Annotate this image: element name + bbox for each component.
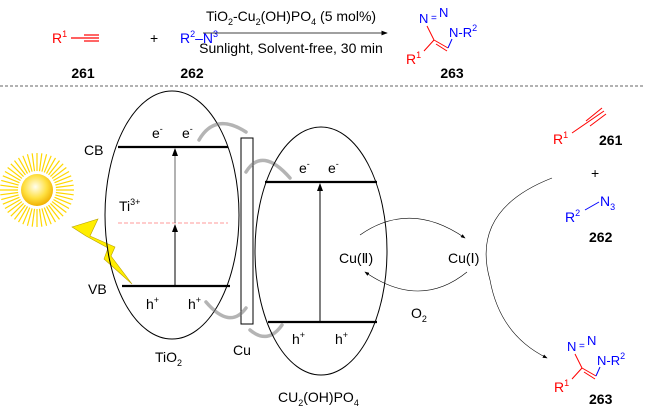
svg-text:R1: R1 bbox=[554, 378, 569, 395]
cu2ohpo4-semiconductor: e- e- h+ h+ CU2(OH)PO4 bbox=[254, 126, 388, 408]
svg-text:N3: N3 bbox=[600, 193, 615, 212]
label-262: 262 bbox=[180, 65, 204, 81]
sun-ray bbox=[54, 175, 72, 184]
svg-text:R1: R1 bbox=[406, 50, 421, 67]
svg-text:N-R2: N-R2 bbox=[449, 23, 477, 40]
sun-ray bbox=[45, 206, 57, 223]
sun-ray bbox=[38, 208, 43, 227]
svg-text:+: + bbox=[591, 165, 599, 181]
sun-ray bbox=[45, 157, 57, 174]
svg-text:N: N bbox=[419, 11, 428, 26]
sun-ray bbox=[10, 203, 24, 217]
electron: e- bbox=[182, 124, 193, 141]
sun-ray bbox=[55, 194, 73, 201]
label-263: 263 bbox=[440, 65, 464, 81]
svg-text:e-: e- bbox=[299, 159, 310, 176]
svg-text:N: N bbox=[587, 333, 596, 348]
sun-ray bbox=[51, 166, 67, 179]
sun-ray bbox=[50, 203, 64, 217]
svg-text:=: = bbox=[431, 13, 437, 24]
sun-ray bbox=[51, 201, 67, 214]
sun-ray bbox=[41, 154, 48, 172]
sun-ray bbox=[2, 175, 20, 184]
reaction-equation: R1 261 + R2–N3 262 TiO2-Cu2(OH)PO4 (5 mo… bbox=[52, 5, 477, 81]
sun-ray bbox=[22, 155, 31, 173]
cu-label: Cu bbox=[233, 342, 251, 358]
cycle-molecules: R1 261 + R2 N3 262 N = N N-R2 R1 263 bbox=[553, 107, 625, 407]
lightning-bolt-icon bbox=[71, 218, 133, 285]
plus-sign: + bbox=[150, 30, 158, 46]
svg-text:N-R2: N-R2 bbox=[597, 351, 625, 368]
cu-layer bbox=[240, 137, 254, 325]
sun-ray bbox=[1, 179, 19, 186]
conditions-text: Sunlight, Solvent-free, 30 min bbox=[199, 40, 383, 56]
sun-ray bbox=[55, 184, 74, 189]
svg-text:N: N bbox=[567, 339, 576, 354]
sun-ray bbox=[22, 207, 31, 225]
sun-ray bbox=[4, 198, 21, 210]
sun-ray bbox=[53, 170, 70, 182]
sun-ray bbox=[4, 170, 21, 182]
tio2-semiconductor: CB VB Ti3+ e- e- h+ h+ TiO2 bbox=[84, 90, 240, 368]
sun-ray bbox=[7, 166, 23, 179]
sun-ray bbox=[43, 207, 52, 225]
sun-ray bbox=[7, 201, 23, 214]
sun-ray bbox=[48, 204, 61, 220]
sun-ray bbox=[2, 196, 20, 205]
catalyst-text: TiO2-Cu2(OH)PO4 (5 mol%) bbox=[206, 8, 376, 27]
sun-ray bbox=[55, 179, 73, 186]
o2-label: O2 bbox=[411, 305, 427, 324]
svg-text:=: = bbox=[579, 341, 585, 352]
reactant2-azide: R2–N3 bbox=[180, 29, 218, 46]
svg-text:261: 261 bbox=[599, 132, 623, 148]
sun-ray bbox=[54, 196, 72, 205]
electron: e- bbox=[152, 124, 163, 141]
hole: h+ bbox=[146, 295, 159, 312]
sun-ray bbox=[55, 191, 74, 196]
svg-text:262: 262 bbox=[589, 229, 613, 245]
svg-text:263: 263 bbox=[589, 391, 613, 407]
sun-ray bbox=[0, 184, 19, 189]
sun-ray bbox=[26, 154, 33, 172]
reactant1-r: R1 bbox=[52, 29, 67, 46]
tio2-label: TiO2 bbox=[155, 349, 182, 368]
svg-text:R1: R1 bbox=[553, 130, 568, 147]
cu2ohpo4-label: CU2(OH)PO4 bbox=[278, 389, 359, 408]
product-triazole: N = N N-R2 R1 bbox=[406, 5, 477, 67]
sun-ray bbox=[17, 206, 29, 223]
svg-text:N: N bbox=[439, 5, 448, 20]
svg-text:e-: e- bbox=[328, 159, 339, 176]
sun-ray bbox=[31, 208, 36, 227]
ti3-label: Ti3+ bbox=[119, 197, 140, 214]
sun-ray bbox=[13, 204, 26, 220]
vb-label: VB bbox=[88, 281, 107, 297]
sun-core bbox=[21, 174, 53, 206]
sun-ray bbox=[17, 157, 29, 174]
alkyne-bond bbox=[71, 34, 99, 42]
label-261: 261 bbox=[71, 65, 95, 81]
sun-ray bbox=[38, 153, 43, 172]
svg-text:R2: R2 bbox=[565, 208, 580, 225]
sun-ray bbox=[26, 208, 33, 226]
svg-text:h+: h+ bbox=[335, 330, 348, 347]
sun-ray bbox=[41, 208, 48, 226]
sun-ray bbox=[53, 198, 70, 210]
hole: h+ bbox=[188, 295, 201, 312]
charge-transfer-arrows bbox=[197, 122, 292, 339]
copper-redox-cycle: Cu(Ⅱ) Cu(Ⅰ) O2 bbox=[339, 177, 553, 359]
cu-ii-label: Cu(Ⅱ) bbox=[339, 250, 373, 266]
sun-icon bbox=[0, 153, 74, 227]
sun-ray bbox=[31, 153, 36, 172]
sun-ray bbox=[1, 194, 19, 201]
sun-ray bbox=[0, 191, 19, 196]
cb-label: CB bbox=[84, 142, 103, 158]
sun-ray bbox=[13, 160, 26, 176]
svg-text:h+: h+ bbox=[292, 330, 305, 347]
sun-ray bbox=[50, 163, 64, 177]
sun-ray bbox=[10, 163, 24, 177]
sun-ray bbox=[43, 155, 52, 173]
cu-i-label: Cu(Ⅰ) bbox=[448, 250, 479, 266]
sun-ray bbox=[48, 160, 61, 176]
